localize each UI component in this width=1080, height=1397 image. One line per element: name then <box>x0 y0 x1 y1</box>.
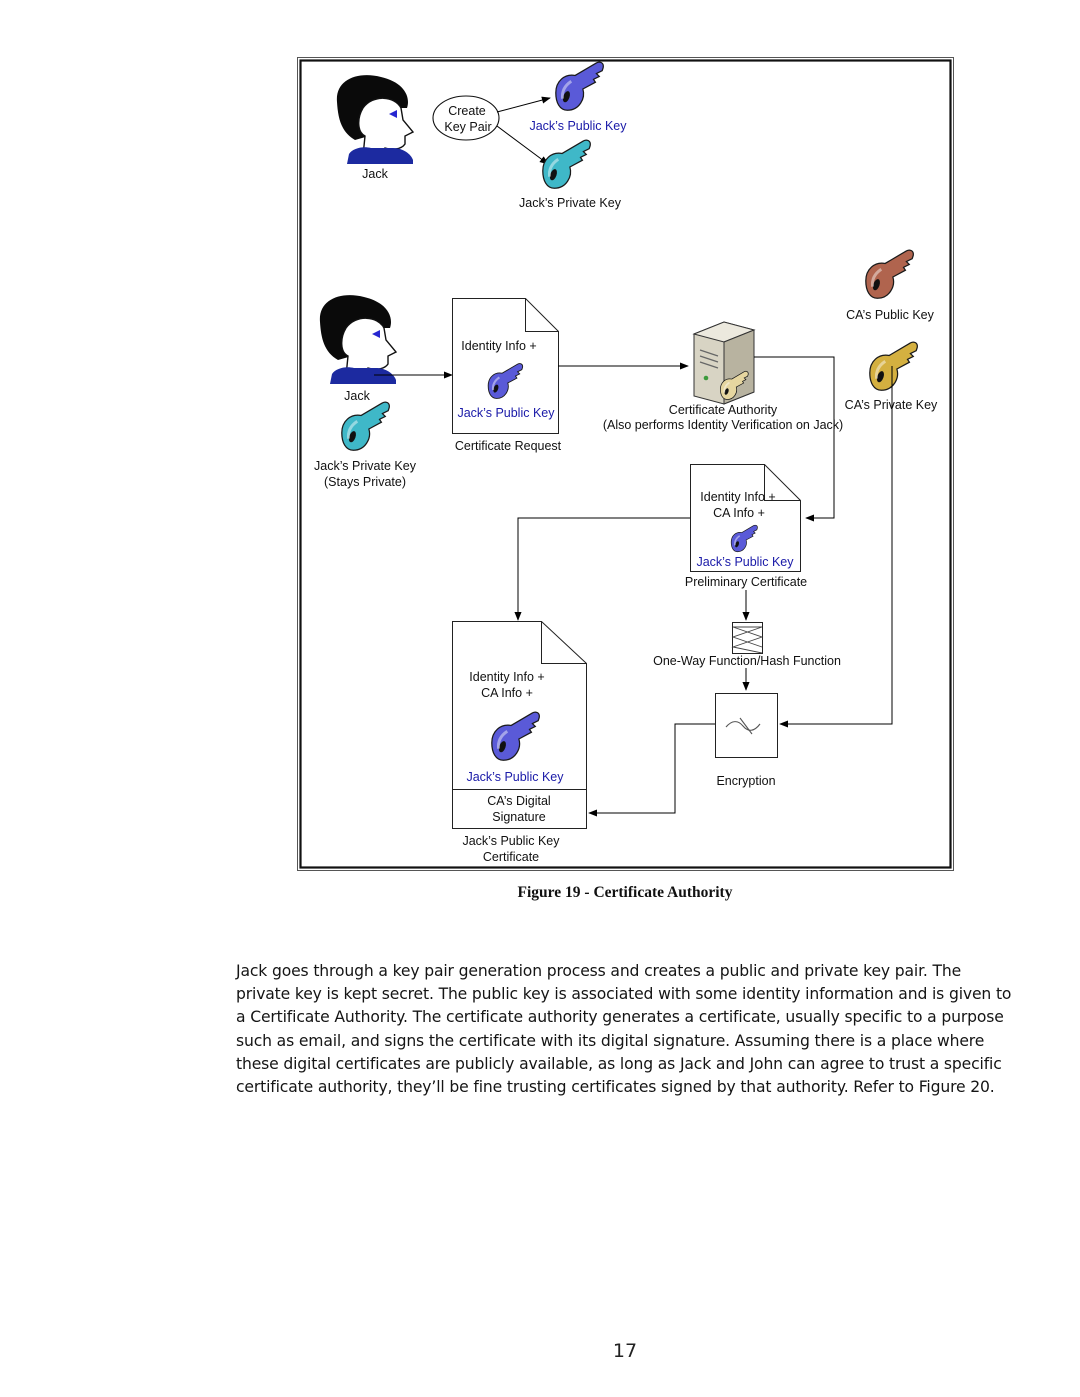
ca-digital-line1: CA’s Digital <box>487 794 550 808</box>
ca-public-key-icon <box>864 248 915 300</box>
create-key-pair-line1: Create <box>448 104 486 118</box>
ca-verification-note: (Also performs Identity Verification on … <box>603 418 843 432</box>
ca-private-key-label: CA’s Private Key <box>845 398 938 412</box>
encryption-label: Encryption <box>716 774 775 788</box>
jacks-private-key-icon <box>541 138 592 190</box>
certificate-request-document <box>452 298 559 434</box>
final-certificate-document <box>452 621 587 790</box>
jack-head-icon <box>336 74 414 164</box>
page-number: 17 <box>612 1340 638 1362</box>
ca-private-key-icon <box>868 340 919 392</box>
jack-head-mid-icon <box>319 294 397 384</box>
create-key-pair-line2: Key Pair <box>444 120 491 134</box>
jacks-private-key-mid-label: Jack’s Private Key <box>314 459 417 473</box>
hash-function-label: One-Way Function/Hash Function <box>653 654 841 668</box>
ca-info-prelim-label: CA Info + <box>713 506 765 520</box>
stays-private-label: (Stays Private) <box>324 475 406 489</box>
jack-top-label: Jack <box>362 167 388 181</box>
certificate-request-label: Certificate Request <box>455 439 562 453</box>
jacks-public-key-req-label: Jack’s Public Key <box>457 406 555 420</box>
body-paragraph: Jack goes through a key pair generation … <box>236 962 1012 1097</box>
certificate-authority-label: Certificate Authority <box>669 403 778 417</box>
jacks-private-key-mid-icon <box>340 400 391 452</box>
ca-info-final-label: CA Info + <box>481 686 533 700</box>
identity-info-final-label: Identity Info + <box>469 670 544 684</box>
create-key-pair-ellipse <box>432 95 500 141</box>
jacks-public-key-final-label: Jack’s Public Key <box>466 770 564 784</box>
ca-digital-line2: Signature <box>492 810 546 824</box>
final-cert-label-line1: Jack’s Public Key <box>462 834 560 848</box>
ca-digital-signature-box <box>452 789 587 829</box>
preliminary-certificate-document <box>690 464 801 572</box>
ca-public-key-label: CA’s Public Key <box>846 308 935 322</box>
identity-info-prelim-label: Identity Info + <box>700 490 775 504</box>
preliminary-certificate-label: Preliminary Certificate <box>685 575 807 589</box>
diagram-frame-inner <box>299 59 952 869</box>
certificate-authority-diagram: Jack Create Key Pair Jack’s Public Key J… <box>297 57 954 871</box>
jacks-public-key-icon <box>554 60 605 112</box>
hash-function-icon <box>731 622 764 654</box>
identity-info-req-label: Identity Info + <box>461 339 536 353</box>
figure-caption: Figure 19 - Certificate Authority <box>517 884 733 901</box>
jacks-private-key-top-label: Jack’s Private Key <box>519 196 622 210</box>
diagram-frame-outer <box>297 57 954 871</box>
jacks-public-key-prelim-label: Jack’s Public Key <box>696 555 794 569</box>
encryption-icon <box>715 693 778 758</box>
jack-mid-label: Jack <box>344 389 370 403</box>
final-cert-label-line2: Certificate <box>483 850 539 864</box>
jacks-public-key-top-label: Jack’s Public Key <box>529 119 627 133</box>
